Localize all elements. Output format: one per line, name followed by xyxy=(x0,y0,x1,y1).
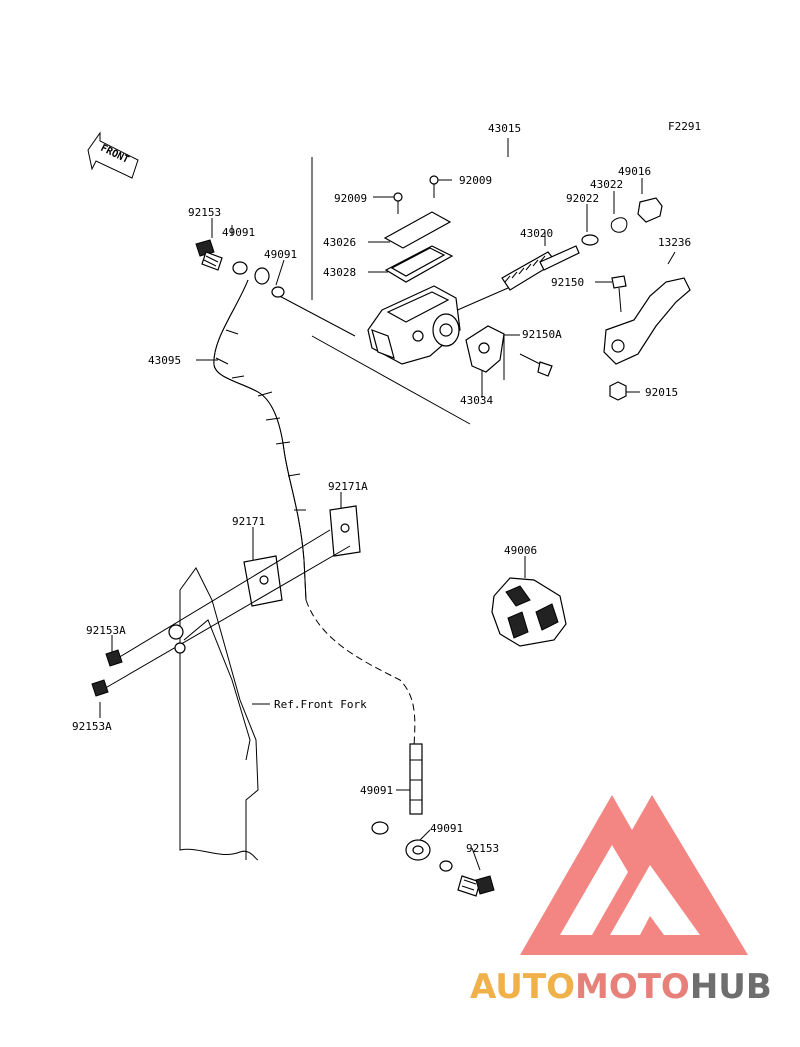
bracket-hole xyxy=(340,523,350,533)
washer-49091-bottom-a xyxy=(371,821,389,835)
washer-92022 xyxy=(581,234,599,246)
label-49091: 49091 xyxy=(360,784,393,797)
label-43026: 43026 xyxy=(323,236,356,249)
label-92015: 92015 xyxy=(645,386,678,399)
brake-hose xyxy=(213,267,431,861)
front-arrow-icon: FRONT xyxy=(87,131,139,179)
label-49091: 49091 xyxy=(222,226,255,239)
lever-pivot-bolt xyxy=(611,275,627,313)
label-49006: 49006 xyxy=(504,544,537,557)
label-92153: 92153 xyxy=(188,206,221,219)
watermark-text: AUTOMOTOHUB xyxy=(470,967,772,1007)
label-92150A: 92150A xyxy=(522,328,562,341)
piston-assembly xyxy=(501,245,580,291)
label-92153A: 92153A xyxy=(72,720,112,733)
front-arrow-label: FRONT xyxy=(99,143,131,166)
diagram-code: F2291 xyxy=(668,120,701,133)
automotohub-logo xyxy=(520,795,748,955)
part-labels: 43015 92009 92009 49016 43022 92022 4302… xyxy=(72,122,691,855)
label-43034: 43034 xyxy=(460,394,493,407)
clamp-hole xyxy=(478,342,490,354)
label-43022: 43022 xyxy=(590,178,623,191)
reservoir-cap xyxy=(383,211,452,249)
label-43015: 43015 xyxy=(488,122,521,135)
label-49016: 49016 xyxy=(618,165,651,178)
banjo-bolt-top xyxy=(195,239,223,271)
label-92022: 92022 xyxy=(566,192,599,205)
label-43095: 43095 xyxy=(148,354,181,367)
label-49091: 49091 xyxy=(264,248,297,261)
watermark-hub: HUB xyxy=(690,967,772,1007)
bolt-92153A-upper xyxy=(105,649,123,667)
front-fork xyxy=(168,567,259,861)
label-92153A: 92153A xyxy=(86,624,126,637)
leader-lines xyxy=(99,178,676,871)
label-49091: 49091 xyxy=(430,822,463,835)
label-43020: 43020 xyxy=(520,227,553,240)
circlip-43022 xyxy=(610,217,628,233)
brake-switch-49006 xyxy=(491,577,567,647)
diaphragm-inner xyxy=(390,247,446,277)
label-92171: 92171 xyxy=(232,515,265,528)
label-13236: 13236 xyxy=(658,236,691,249)
label-ref-front-fork: Ref.Front Fork xyxy=(274,698,367,711)
washer-49091-top-b xyxy=(271,286,285,298)
washer-49091-bottom-b xyxy=(439,860,453,872)
watermark-moto: MOTO xyxy=(575,967,690,1007)
label-92171A: 92171A xyxy=(328,480,368,493)
washer-49091-top-a xyxy=(232,261,248,275)
bracket-hole xyxy=(259,575,269,585)
brake-lever xyxy=(603,277,691,365)
clamp-bolt xyxy=(519,353,553,377)
label-92009: 92009 xyxy=(334,192,367,205)
label-92150: 92150 xyxy=(551,276,584,289)
mount-lines xyxy=(101,529,351,691)
label-92153: 92153 xyxy=(466,842,499,855)
master-cylinder-body xyxy=(367,285,461,365)
label-92009: 92009 xyxy=(459,174,492,187)
dust-boot-49016 xyxy=(637,197,663,223)
banjo-bolt-bottom xyxy=(457,875,495,897)
label-43028: 43028 xyxy=(323,266,356,279)
lever-nut xyxy=(609,381,627,401)
assembly-bracket xyxy=(311,138,509,425)
reservoir-cap-screw xyxy=(393,175,439,214)
bolt-92153A-lower xyxy=(91,679,109,697)
watermark-auto: AUTO xyxy=(470,967,575,1007)
